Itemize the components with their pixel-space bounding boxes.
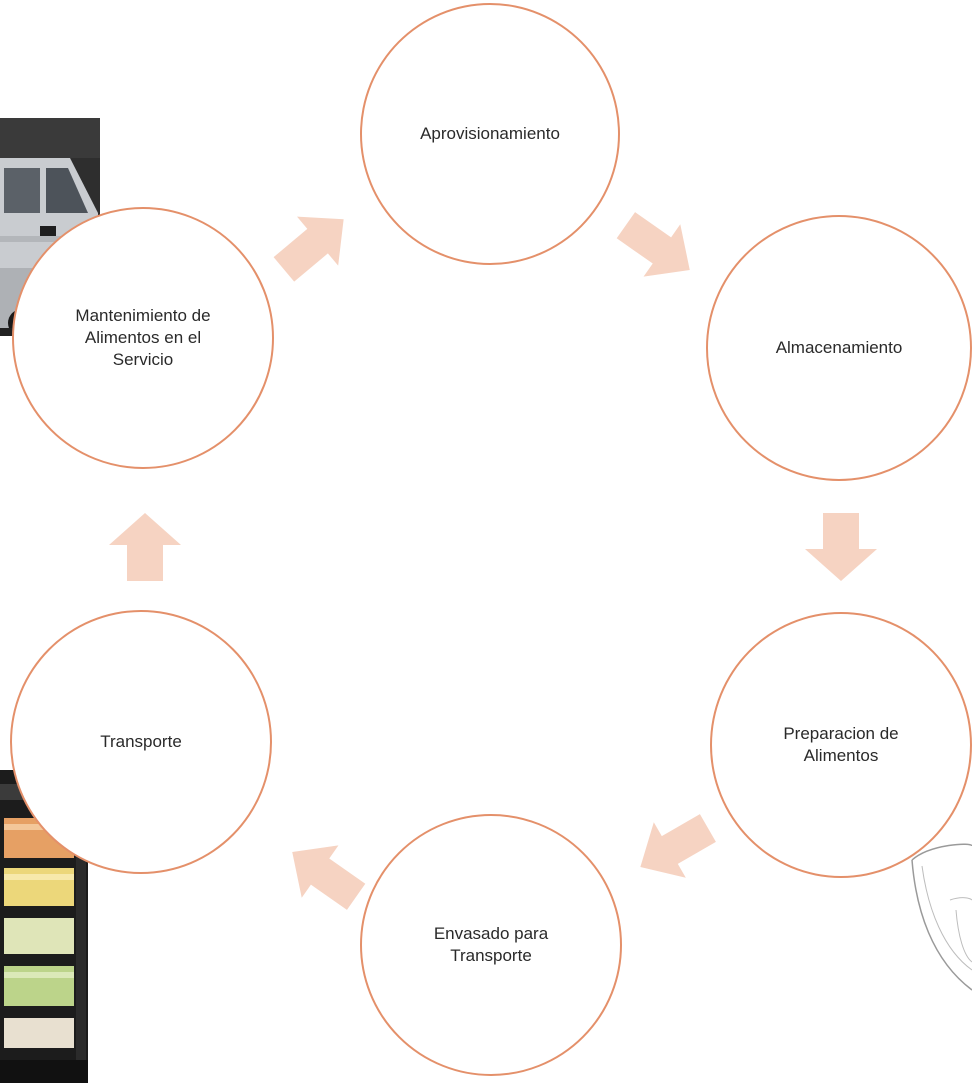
arrow-transporte-to-mantenimiento — [109, 513, 181, 581]
node-aprovisionamiento: Aprovisionamiento — [360, 3, 620, 265]
arrow-aprovisionamiento-to-almacenamiento — [616, 212, 690, 277]
bowl-icon — [911, 843, 972, 991]
node-label-mantenimiento: Mantenimiento de Alimentos en el Servici… — [75, 306, 211, 369]
arrow-mantenimiento-to-aprovisionamiento — [273, 216, 344, 282]
node-label-aprovisionamiento: Aprovisionamiento — [420, 124, 560, 143]
node-label-preparacion: Preparacion de Alimentos — [783, 724, 899, 765]
bowl-sketch — [910, 840, 972, 1000]
node-preparacion: Preparacion de Alimentos — [710, 612, 972, 878]
arrow-preparacion-to-envasado — [640, 814, 716, 878]
arrow-almacenamiento-to-preparacion — [805, 513, 877, 581]
arrow-envasado-to-transporte — [292, 845, 366, 910]
node-almacenamiento: Almacenamiento — [706, 215, 972, 481]
node-label-transporte: Transporte — [100, 732, 182, 751]
node-transporte: Transporte — [10, 610, 272, 874]
node-mantenimiento: Mantenimiento de Alimentos en el Servici… — [12, 207, 274, 469]
node-label-envasado: Envasado para Transporte — [433, 924, 549, 965]
node-envasado: Envasado para Transporte — [360, 814, 622, 1076]
node-label-almacenamiento: Almacenamiento — [775, 338, 903, 357]
